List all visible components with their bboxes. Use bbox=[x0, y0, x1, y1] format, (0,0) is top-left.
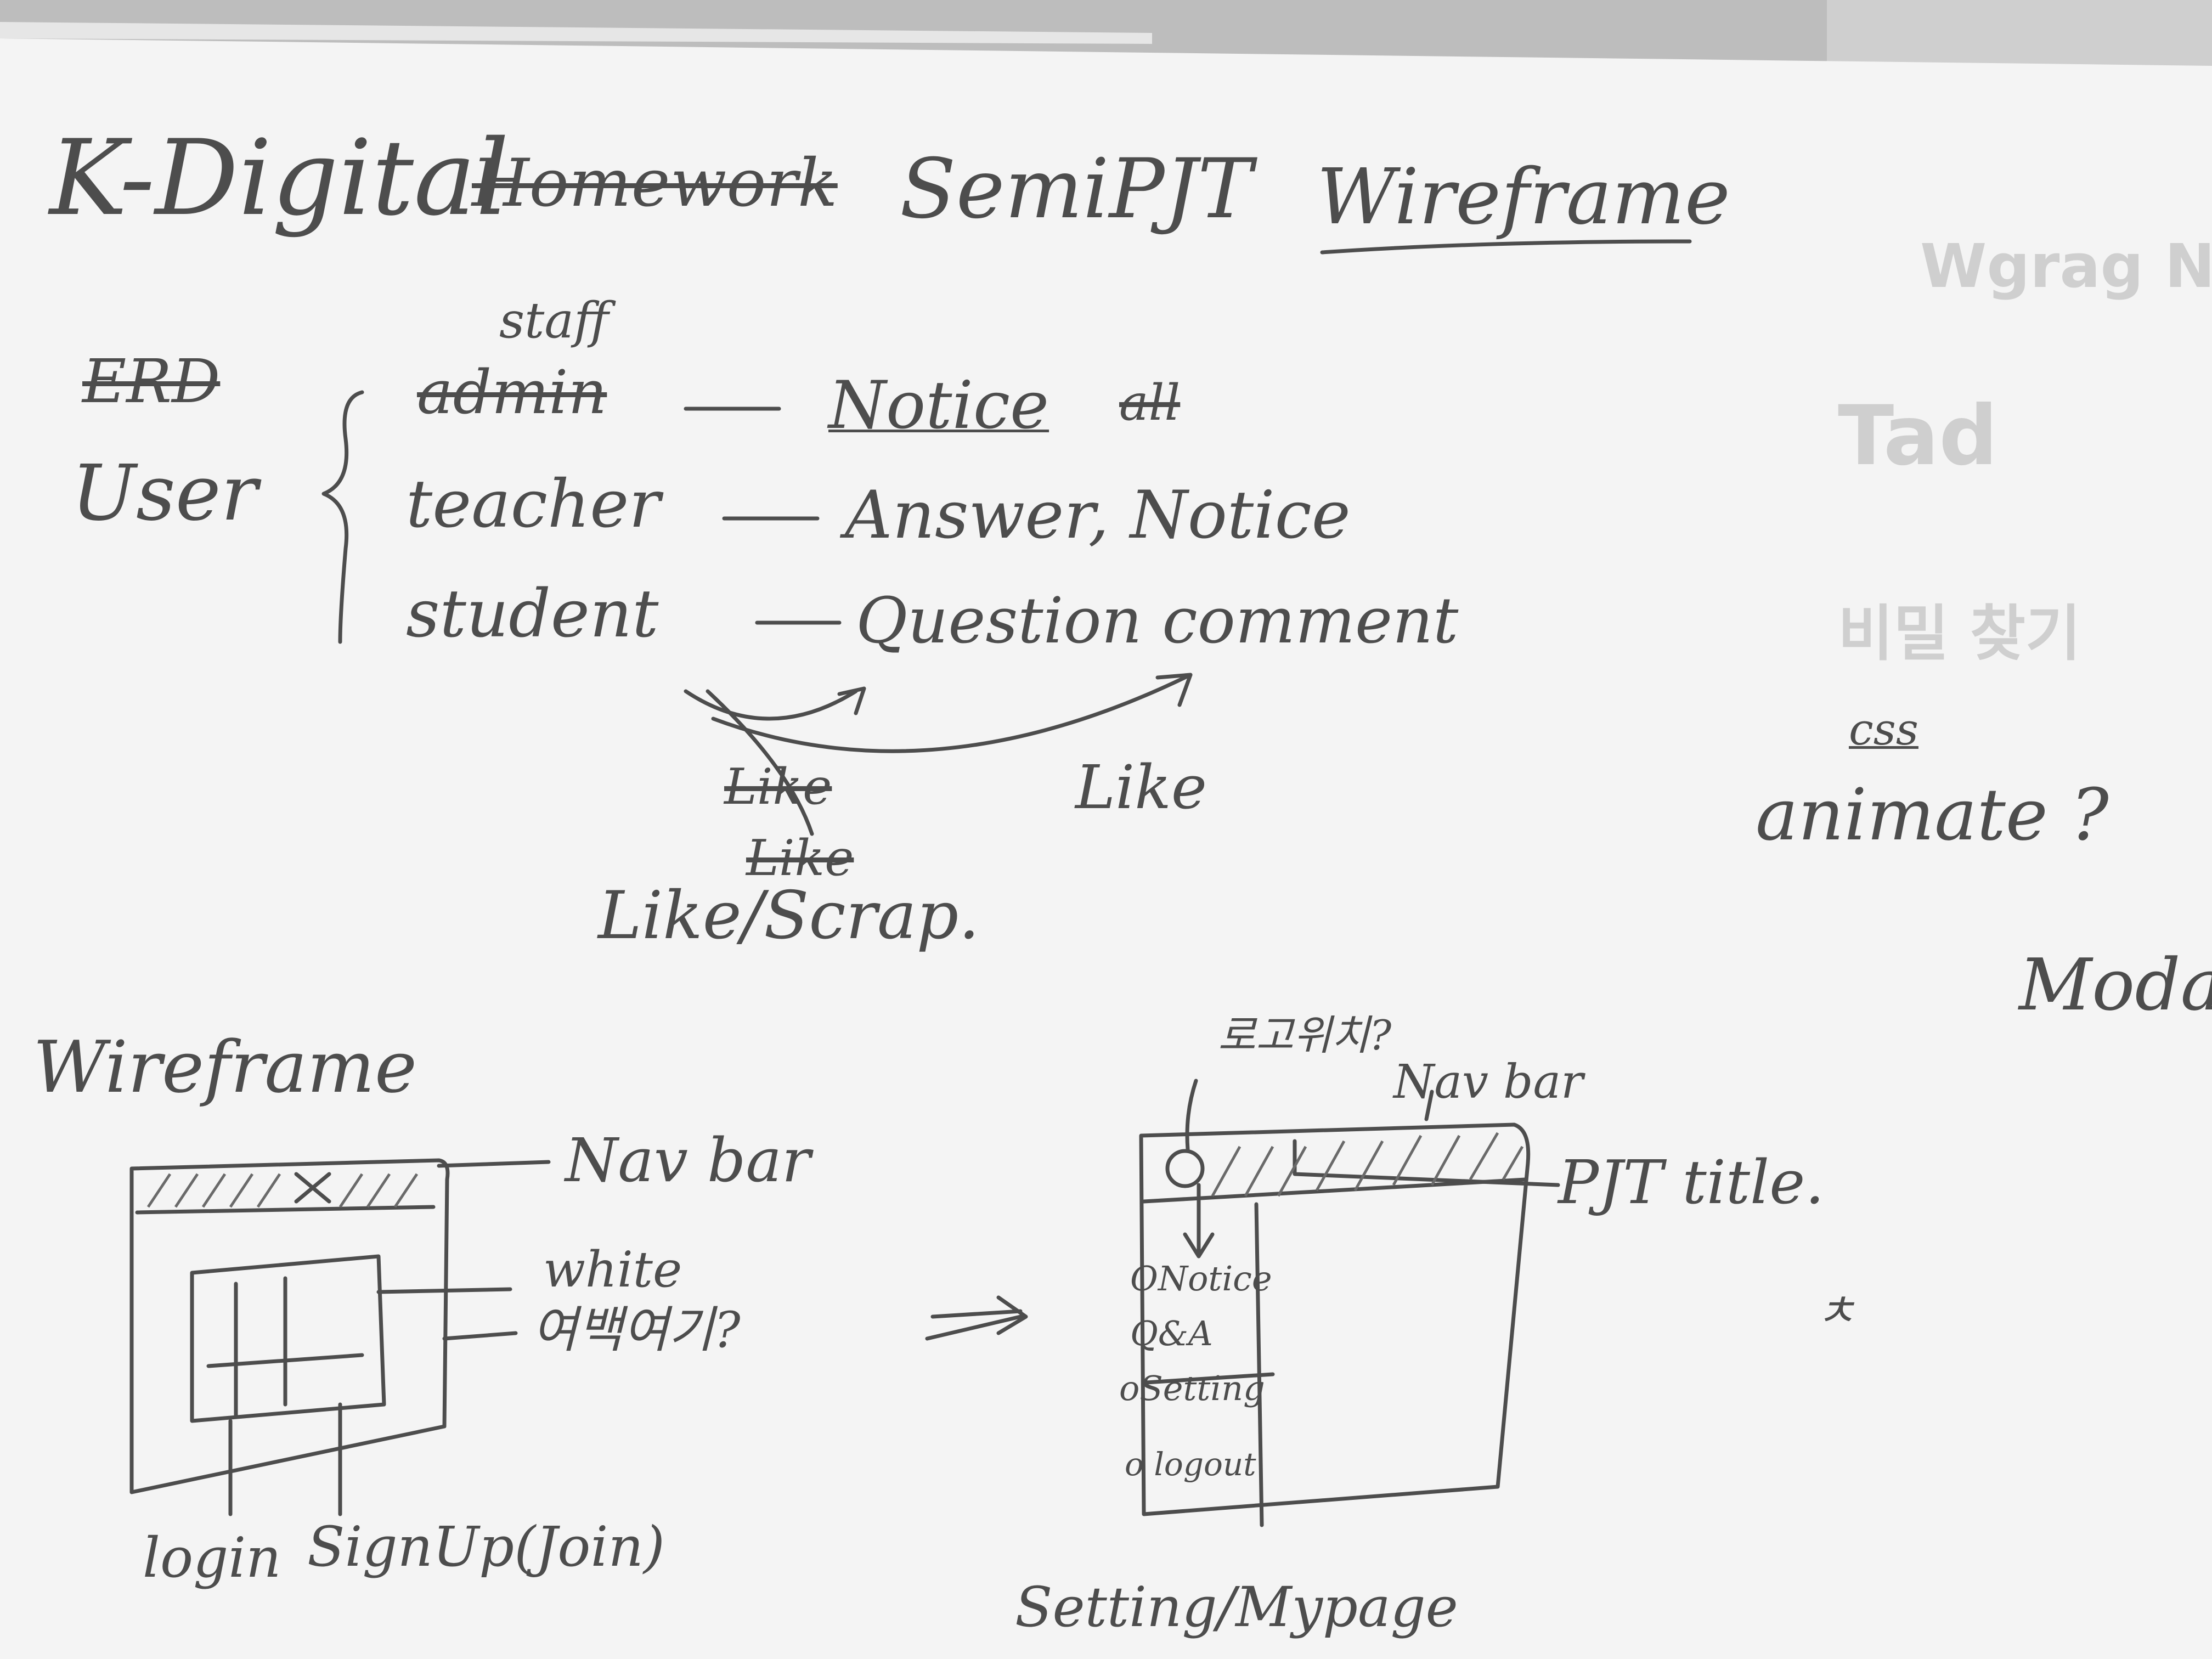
mypage-menu-logout: o logout bbox=[1125, 1446, 1256, 1483]
navbar-leader bbox=[1424, 1090, 1434, 1121]
login-frame bbox=[129, 1158, 450, 1494]
arrowhead-comment bbox=[1155, 673, 1193, 707]
mypage-logo-note: 로고위치? bbox=[1218, 1011, 1392, 1059]
reaction-struck-top: Like bbox=[724, 758, 832, 816]
reaction-like-scrap: Like/Scrap. bbox=[598, 878, 980, 954]
login-inner-box bbox=[190, 1254, 386, 1423]
side-mark: ㅊ bbox=[1816, 1285, 1857, 1336]
logo-circle bbox=[1165, 1149, 1205, 1188]
role-correction-staff: staff bbox=[499, 292, 609, 349]
heading-project: SemiPJT bbox=[900, 142, 1252, 237]
wireframe-section-title: Wireframe bbox=[33, 1025, 417, 1109]
feature-struck-all: all bbox=[1119, 374, 1181, 432]
mypage-title-label: PJT title. bbox=[1558, 1147, 1825, 1217]
paper-back-sheet bbox=[0, 22, 1152, 44]
role-brace bbox=[321, 390, 364, 644]
leader-navbar bbox=[437, 1160, 551, 1168]
role-student: student bbox=[406, 576, 659, 652]
transition-arrow bbox=[925, 1295, 1028, 1341]
mypage-frame bbox=[1139, 1122, 1531, 1516]
logo-down-arrow bbox=[1183, 1183, 1215, 1259]
mypage-navbar-label: Nav bar bbox=[1393, 1055, 1583, 1109]
login-label-margin: 여백여기? bbox=[532, 1301, 741, 1359]
erd-struck-label: ERD bbox=[82, 346, 221, 416]
feature-answer-notice: Answer, Notice bbox=[845, 477, 1351, 554]
bleed-through-text: Wgrag Name bbox=[1920, 231, 2212, 301]
arrowhead-answer bbox=[837, 686, 866, 715]
arrow-to-like bbox=[706, 689, 814, 836]
login-navbar-label: Nav bar bbox=[565, 1125, 811, 1195]
heading-title: K-Digital bbox=[49, 117, 510, 239]
login-nav-divider bbox=[135, 1205, 436, 1215]
bleed-through-text: 비밀 찾기 bbox=[1838, 599, 2081, 669]
paper-sheet bbox=[0, 38, 2212, 1659]
login-nav-x bbox=[294, 1172, 331, 1204]
sidebar-divider bbox=[1144, 1372, 1275, 1385]
role-admin: admin bbox=[417, 357, 607, 427]
logo-leader bbox=[1185, 1079, 1198, 1152]
arrow-to-comment bbox=[711, 673, 1193, 753]
bleed-through-text: Tad bbox=[1838, 388, 1998, 484]
mypage-sidebar-line bbox=[1254, 1202, 1264, 1527]
login-label-login: login bbox=[143, 1526, 281, 1590]
note-css: css bbox=[1849, 704, 1918, 755]
leader-white bbox=[376, 1287, 512, 1294]
title-leader bbox=[1293, 1139, 1560, 1187]
feature-question-comment: Question comment bbox=[856, 584, 1459, 658]
login-split-lines bbox=[234, 1276, 287, 1418]
reaction-struck-mid: Like bbox=[746, 830, 854, 887]
mypage-menu-qna: Q&A bbox=[1130, 1313, 1213, 1353]
login-legs bbox=[228, 1402, 342, 1516]
heading-subject: Wireframe bbox=[1317, 153, 1730, 242]
note-animate: animate ? bbox=[1756, 773, 2109, 856]
feature-notice: Notice bbox=[828, 368, 1049, 444]
mypage-menu-setting: oSetting bbox=[1119, 1368, 1265, 1408]
login-crossbar bbox=[206, 1353, 364, 1368]
mypage-nav-hatch bbox=[1211, 1132, 1524, 1197]
login-label-white: white bbox=[543, 1241, 682, 1299]
heading-struck-word: Homework bbox=[472, 145, 838, 222]
erd-entity-user: User bbox=[71, 449, 258, 538]
heading-underline bbox=[1320, 239, 1692, 255]
mypage-nav-divider bbox=[1142, 1177, 1527, 1204]
mypage-menu-notice: ONotice bbox=[1130, 1259, 1272, 1299]
login-label-signup: SignUp(Join) bbox=[307, 1515, 665, 1579]
note-modal: Modal bbox=[2019, 943, 2212, 1026]
role-teacher: teacher bbox=[406, 466, 661, 543]
reaction-like: Like bbox=[1075, 752, 1207, 822]
leader-margin bbox=[442, 1331, 518, 1341]
login-nav-hatch bbox=[146, 1173, 419, 1208]
mypage-caption: Setting/Mypage bbox=[1015, 1575, 1458, 1639]
arrow-to-answer bbox=[684, 689, 858, 721]
